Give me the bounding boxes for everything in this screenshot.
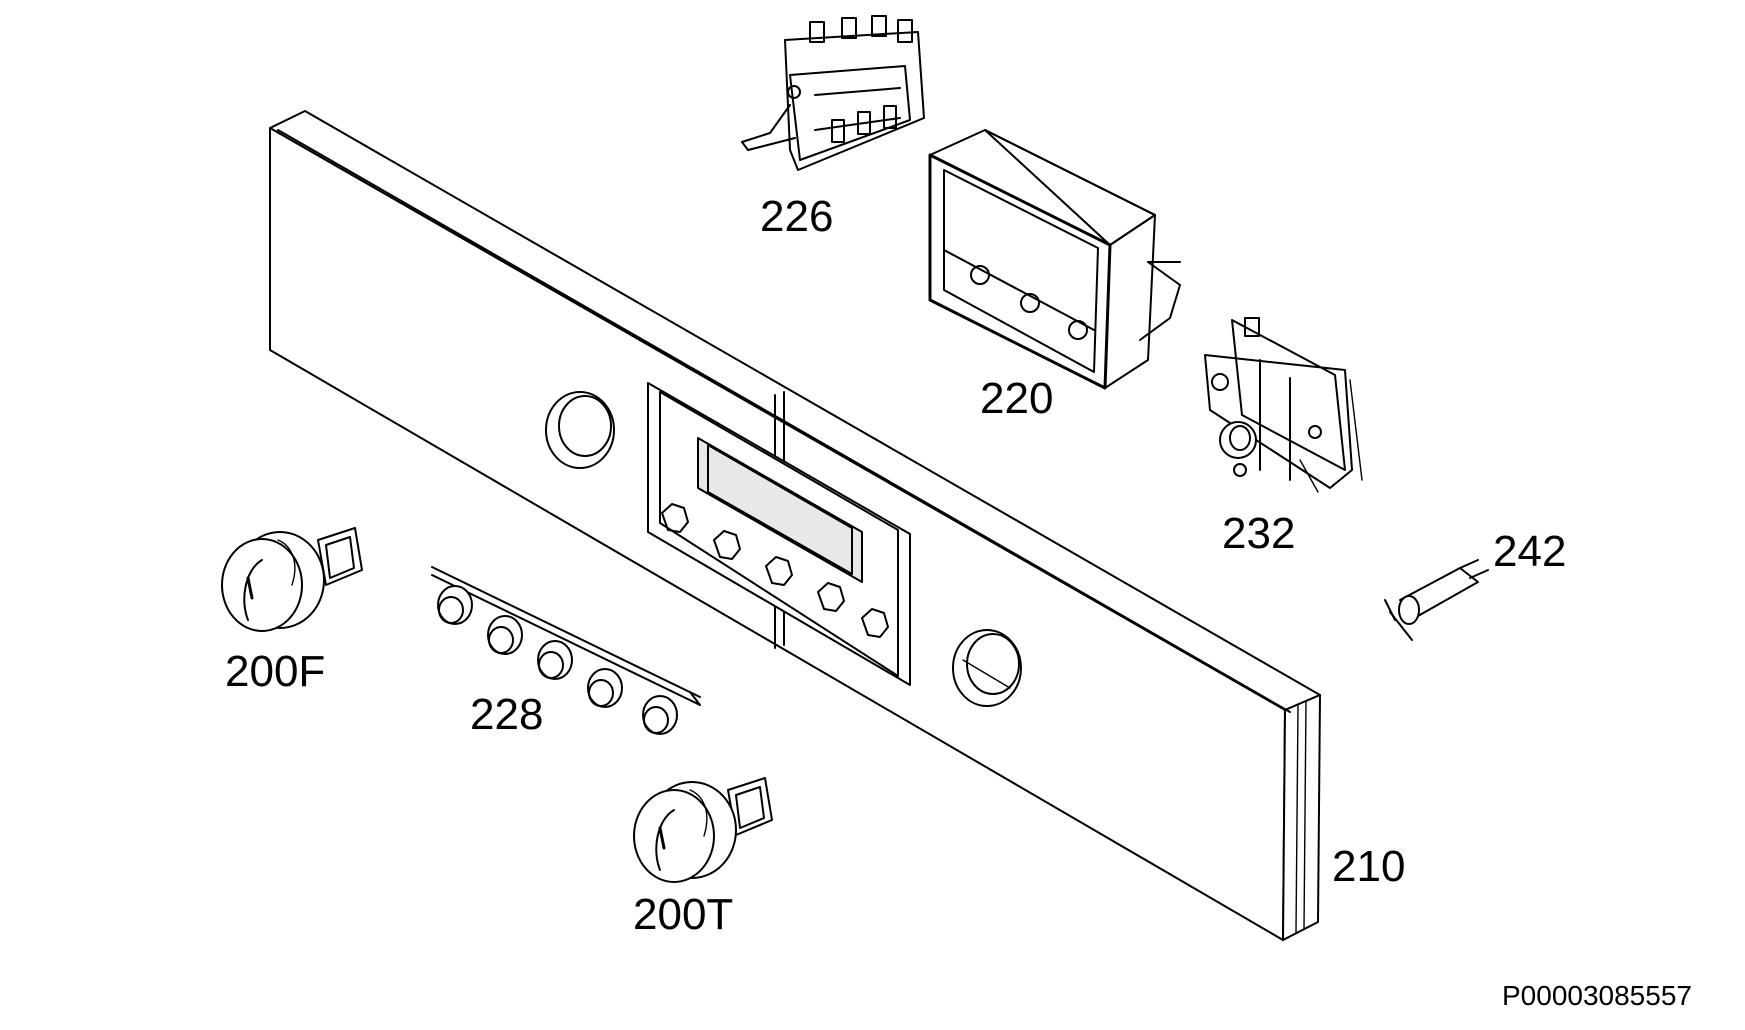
function-knob-200F-drawing <box>221 527 363 632</box>
part-label-228: 228 <box>470 690 544 739</box>
pilot-lamp-drawing <box>1384 559 1489 641</box>
drawing-id: P00003085557 <box>1502 980 1692 1011</box>
part-label-200F: 200F <box>225 647 326 696</box>
part-label-242: 242 <box>1493 527 1567 576</box>
control-panel-drawing <box>269 110 1321 941</box>
thermostat-drawing <box>1204 317 1363 493</box>
push-button-strip-drawing <box>431 566 701 735</box>
part-label-200T: 200T <box>633 890 734 939</box>
selector-switch-drawing <box>741 15 925 171</box>
display-housing-drawing <box>928 129 1181 390</box>
part-label-226: 226 <box>760 192 834 241</box>
part-label-220: 220 <box>980 374 1054 423</box>
part-label-232: 232 <box>1222 509 1296 558</box>
part-label-210: 210 <box>1332 842 1406 891</box>
temperature-knob-200T-drawing <box>633 777 773 883</box>
